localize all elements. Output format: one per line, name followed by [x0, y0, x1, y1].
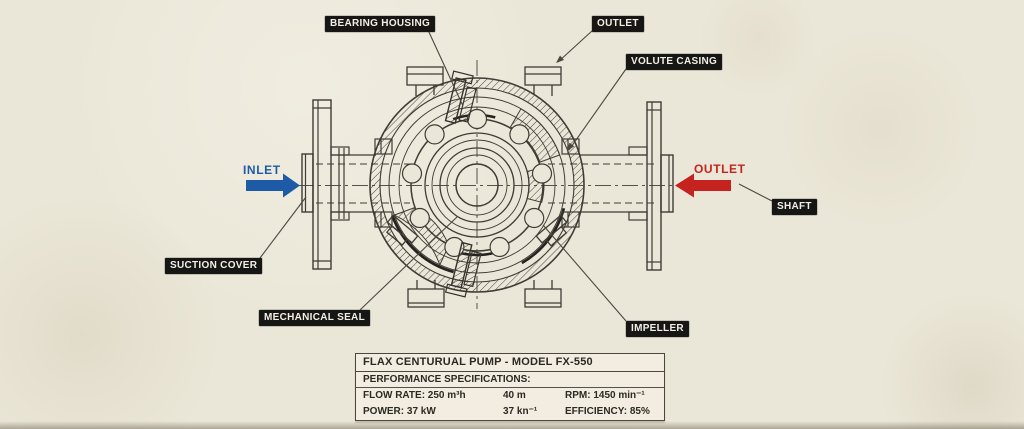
- spec-table: FLAX CENTURUAL PUMP - MODEL FX-550 PERFO…: [355, 353, 665, 421]
- label-shaft: SHAFT: [772, 199, 817, 215]
- label-impeller: IMPELLER: [626, 321, 689, 337]
- suction-piping: [301, 99, 410, 270]
- label-volute-casing: VOLUTE CASING: [626, 54, 723, 70]
- spec-head: 40 m: [503, 390, 526, 401]
- label-mechanical-seal: MECHANICAL SEAL: [259, 310, 370, 326]
- spec-row: FLOW RATE: 250 m³h 40 m RPM: 1450 min⁻¹: [356, 388, 664, 404]
- spec-flow-rate: FLOW RATE: 250 m³h: [363, 390, 466, 401]
- impeller-section: [401, 108, 553, 258]
- leader-lines: [259, 29, 773, 322]
- discharge-piping: [548, 101, 674, 271]
- spec-rpm: RPM: 1450 min⁻¹: [565, 390, 645, 401]
- outlet-arrow-icon: [675, 173, 731, 198]
- spec-thrust: 37 kn⁻¹: [503, 406, 538, 417]
- label-bearing-housing: BEARING HOUSING: [325, 16, 436, 32]
- inlet-flow-label: INLET: [243, 163, 281, 177]
- spec-efficiency: EFFICIENCY: 85%: [565, 406, 650, 417]
- spec-table-subtitle: PERFORMANCE SPECIFICATIONS:: [356, 372, 664, 388]
- spec-row: POWER: 37 kW 37 kn⁻¹ EFFICIENCY: 85%: [356, 404, 664, 420]
- casing-flanges: [385, 66, 568, 308]
- inlet-arrow-icon: [246, 173, 300, 198]
- label-suction-cover: SUCTION COVER: [165, 258, 263, 274]
- seal-glands: [444, 70, 482, 298]
- impeller-vane-notches: [401, 108, 553, 258]
- label-outlet-top: OUTLET: [592, 16, 644, 32]
- outlet-flow-label: OUTLET: [694, 162, 746, 176]
- spec-power: POWER: 37 kW: [363, 406, 436, 417]
- spec-table-title: FLAX CENTURUAL PUMP - MODEL FX-550: [356, 354, 664, 372]
- paper-bottom-edge: [0, 421, 1024, 429]
- centerlines: [298, 60, 674, 309]
